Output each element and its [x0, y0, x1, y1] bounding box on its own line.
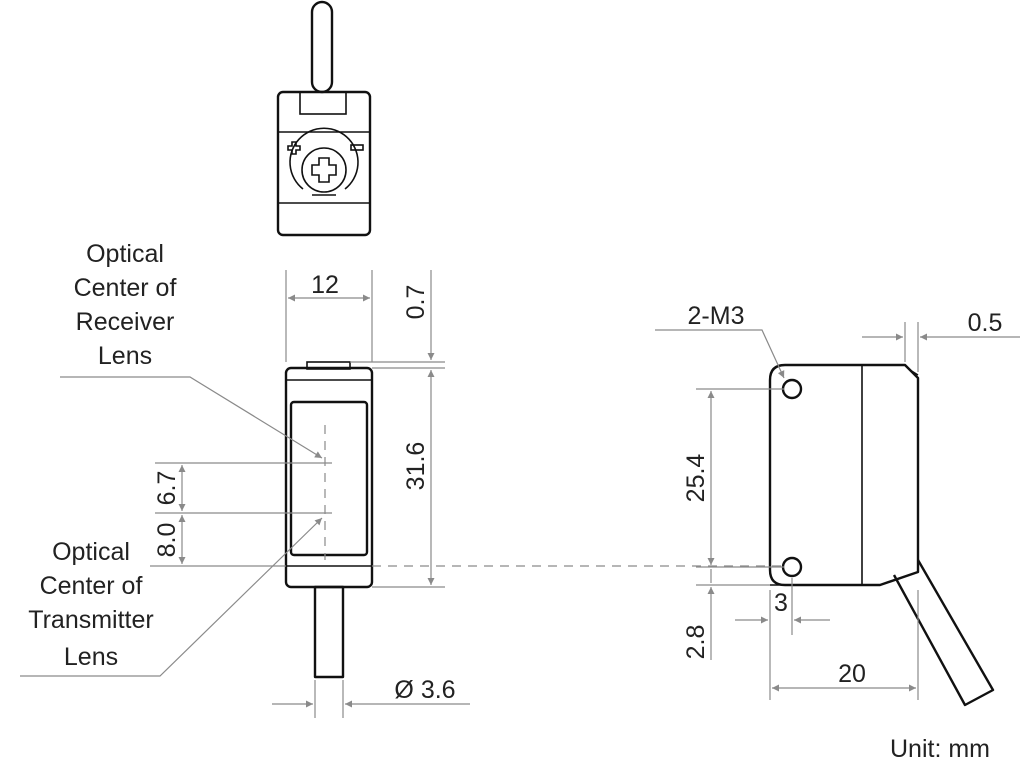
front-view — [284, 361, 374, 679]
depth-dimension: 20 — [838, 660, 866, 688]
receiver-label-line-1: Optical — [86, 240, 164, 268]
top-view-cable — [310, 0, 334, 94]
side-view-cable — [892, 559, 995, 707]
height-dimension: 31.6 — [402, 442, 430, 491]
dimension-lines — [20, 270, 1020, 718]
transmitter-label-line-1: Optical — [52, 538, 130, 566]
side-gap-dimension: 0.5 — [968, 309, 1003, 337]
minus-sign-icon — [350, 144, 364, 151]
transmitter-label-line-2: Center of — [40, 572, 143, 600]
top-gap-dimension: 0.7 — [402, 285, 430, 320]
upper-offset-dimension: 6.7 — [153, 471, 181, 506]
transmitter-label-line-3: Transmitter — [28, 606, 153, 634]
unit-label: Unit: mm — [890, 735, 990, 763]
front-view-cable — [313, 585, 345, 679]
receiver-label-line-2: Center of — [74, 274, 177, 302]
top-view-cable-clamp — [299, 91, 347, 115]
lens-window — [289, 400, 369, 557]
hole-inset-dimension: 3 — [774, 589, 788, 617]
cable-diameter-dimension: Ø 3.6 — [394, 676, 455, 704]
hole-bottom-dimension: 2.8 — [682, 625, 710, 660]
mount-hole-upper — [781, 378, 803, 400]
mount-label: 2-M3 — [688, 302, 745, 330]
receiver-label-line-4: Lens — [98, 342, 152, 370]
lower-offset-dimension: 8.0 — [153, 523, 181, 558]
annotation-text: Optical Center of Receiver Lens Optical … — [28, 240, 1002, 763]
side-view — [768, 363, 995, 707]
top-view — [276, 0, 372, 237]
plus-sign-icon — [287, 141, 301, 155]
width-dimension: 12 — [311, 271, 339, 299]
adjustment-knob-icon — [289, 127, 359, 196]
receiver-label-line-3: Receiver — [76, 308, 175, 336]
hole-spacing-dimension: 25.4 — [682, 454, 710, 503]
mount-hole-lower — [781, 556, 803, 578]
transmitter-label-line-4: Lens — [64, 643, 118, 671]
